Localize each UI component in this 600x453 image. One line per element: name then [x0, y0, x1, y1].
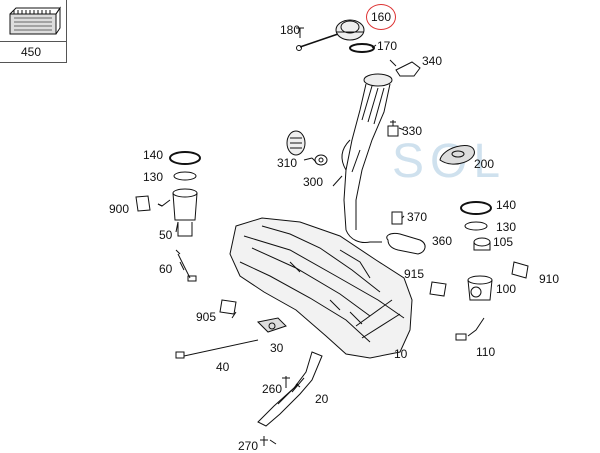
label-160: 160: [371, 10, 392, 24]
seal-130-left-icon: [173, 171, 197, 181]
part-105-icon: [473, 237, 491, 251]
fuel-tank-10-icon: [229, 217, 413, 359]
connector-915-icon: [429, 281, 447, 297]
label-30: 30: [270, 341, 284, 355]
wire-40-icon: [175, 339, 259, 359]
clamp-300-icon: [311, 154, 328, 166]
ring-140-right-icon: [460, 201, 492, 215]
label-130-left: 130: [143, 170, 164, 184]
valve-310-icon: [286, 130, 306, 156]
plate-340-icon: [395, 61, 421, 77]
screw-180-icon: [296, 27, 304, 38]
bolt-330-icon: [387, 120, 399, 137]
label-50: 50: [159, 228, 173, 242]
cap-tether-icon: [299, 33, 339, 48]
label-360: 360: [432, 234, 453, 248]
sensor-110-icon: [455, 317, 485, 341]
label-140-right: 140: [496, 198, 517, 212]
label-900: 900: [109, 202, 130, 216]
label-910: 910: [539, 272, 560, 286]
label-270: 270: [238, 439, 259, 453]
connector-910-icon: [511, 261, 529, 279]
label-60: 60: [159, 262, 173, 276]
plate-360-icon: [386, 233, 426, 255]
label-915: 915: [404, 267, 425, 281]
label-40: 40: [216, 360, 230, 374]
label-180: 180: [280, 23, 301, 37]
label-200: 200: [474, 157, 495, 171]
inset-divider: [0, 41, 66, 42]
filler-neck-icon: [341, 73, 393, 243]
fuel-pump-100-icon: [467, 275, 493, 301]
connector-905-icon: [219, 299, 237, 315]
level-sensor-60-icon: [175, 249, 197, 282]
connector-block-icon: [9, 6, 61, 35]
label-370: 370: [407, 210, 428, 224]
cover-200-icon: [439, 145, 475, 165]
label-105: 105: [493, 235, 514, 249]
label-100: 100: [496, 282, 517, 296]
label-310: 310: [277, 156, 298, 170]
seal-130-right-icon: [464, 221, 488, 231]
screw-260-icon: [282, 376, 290, 388]
label-340: 340: [422, 54, 443, 68]
inset-label: 450: [21, 45, 42, 59]
label-130-right: 130: [496, 220, 517, 234]
highlight-circle-160: [366, 4, 396, 30]
label-20: 20: [315, 392, 329, 406]
inset-box: 450: [0, 0, 67, 63]
label-110: 110: [476, 345, 496, 359]
grommet-370-icon: [391, 211, 403, 225]
sensor-30-icon: [256, 317, 287, 333]
label-260: 260: [262, 382, 283, 396]
ring-140-left-icon: [169, 151, 201, 165]
label-170: 170: [377, 39, 398, 53]
label-300: 300: [303, 175, 324, 189]
bolt-270-icon: [260, 436, 268, 446]
seal-ring-icon: [349, 43, 375, 53]
label-140-left: 140: [143, 148, 164, 162]
label-905: 905: [196, 310, 217, 324]
fuel-cap-icon: [335, 19, 365, 41]
label-330: 330: [402, 124, 423, 138]
connector-900-icon: [135, 195, 151, 212]
label-10: 10: [394, 347, 408, 361]
